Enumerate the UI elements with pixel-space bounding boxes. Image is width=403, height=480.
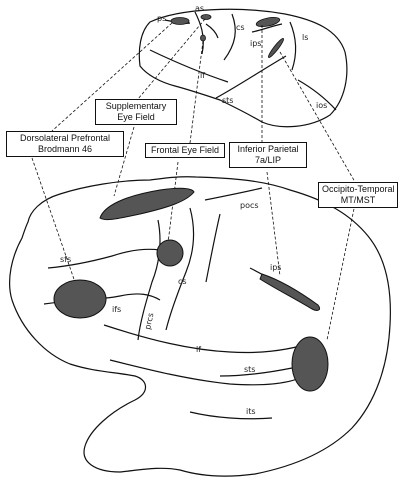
human-label-ifs: ifs — [112, 305, 121, 314]
monkey-dlpfc-region — [170, 17, 190, 25]
human-label-its: its — [246, 407, 256, 416]
monkey-label-lf: lf — [200, 71, 205, 80]
monkey-sulcus-cs — [223, 13, 236, 61]
monkey-sulcus-sts — [215, 55, 287, 99]
monkey-label-sts: sts — [222, 96, 233, 105]
human-temporal-edge — [109, 359, 301, 386]
human-label-prcs: prcs — [143, 312, 155, 330]
human-sulcus-sts — [219, 367, 293, 377]
label-fef-line1: Frontal Eye Field — [150, 145, 220, 155]
label-ip-line1: Inferior Parietal — [237, 144, 299, 154]
label-ot-line1: Occipito-Temporal — [322, 184, 395, 194]
connector-lines — [31, 18, 356, 341]
monkey-sulcus-lf — [149, 49, 229, 83]
human-fef-region — [156, 239, 184, 267]
human-label-cs: cs — [178, 277, 187, 286]
human-sulcus-its — [189, 411, 273, 420]
connector-ot-monkey — [279, 51, 356, 183]
monkey-sulcus-labels: ps as cs ips ls lf sts ios — [157, 4, 327, 110]
monkey-sulcus-as — [194, 11, 219, 55]
monkey-regions — [170, 14, 284, 58]
monkey-label-as: as — [195, 4, 204, 13]
monkey-mt-region — [268, 38, 284, 58]
monkey-brain — [138, 8, 348, 128]
human-label-lf: lf — [196, 345, 201, 354]
monkey-label-ps: ps — [157, 14, 166, 23]
human-mt-region — [291, 336, 329, 392]
connector-sef-human — [113, 126, 135, 197]
human-regions — [53, 187, 329, 392]
human-label-sts: sts — [244, 365, 255, 374]
human-sulcus-pocs — [204, 187, 263, 283]
monkey-label-ios: ios — [316, 101, 327, 110]
monkey-fef-region — [200, 34, 206, 42]
human-ip-region — [259, 273, 321, 311]
human-sulcus-sfs — [47, 248, 161, 269]
monkey-sulcus-ips — [251, 23, 283, 33]
monkey-ip-region — [255, 16, 281, 28]
label-dorsolateral-prefrontal: Dorsolateral Prefrontal Brodmann 46 — [6, 131, 124, 157]
label-frontal-eye-field: Frontal Eye Field — [145, 143, 225, 158]
human-sulcus-lf — [103, 324, 301, 354]
monkey-sulcus-ios — [297, 79, 337, 111]
label-ip-line2: 7a/LIP — [254, 155, 282, 165]
human-sulcus-prcs — [137, 219, 161, 341]
label-dlpfc-line1: Dorsolateral Prefrontal — [19, 133, 111, 143]
human-label-sfs: sfs — [60, 255, 71, 264]
monkey-label-ips: ips — [250, 39, 261, 48]
human-sef-region — [99, 187, 195, 221]
human-label-ips: ips — [270, 263, 281, 272]
human-label-pocs: pocs — [240, 201, 259, 210]
label-dlpfc-line2: Brodmann 46 — [37, 144, 93, 154]
connector-ip-human — [266, 171, 281, 277]
label-inferior-parietal: Inferior Parietal 7a/LIP — [229, 142, 307, 168]
connector-sef-monkey — [137, 18, 206, 100]
monkey-label-ls: ls — [302, 33, 308, 42]
label-sef-line2: Eye Field — [117, 112, 155, 122]
connector-ot-human — [326, 203, 356, 341]
monkey-sef-region — [200, 14, 212, 20]
label-sef-line1: Supplementary — [105, 101, 167, 111]
human-sulcus-labels: sfs ifs prcs cs pocs ips lf sts its — [60, 201, 281, 416]
monkey-sulcus-ls — [289, 21, 297, 71]
connector-dlpfc-monkey — [51, 22, 173, 132]
human-brain-outline — [9, 176, 391, 477]
connector-fef-monkey — [189, 40, 204, 144]
human-sulcus-cs — [165, 207, 195, 331]
human-brain — [9, 176, 391, 477]
monkey-label-cs: cs — [236, 23, 245, 32]
label-occipito-temporal: Occipito-Temporal MT/MST — [318, 182, 398, 208]
label-ot-line2: MT/MST — [340, 195, 376, 205]
label-supplementary-eye-field: Supplementary Eye Field — [95, 99, 177, 125]
human-dlpfc-region — [53, 279, 107, 319]
connector-dlpfc-human — [31, 157, 77, 286]
monkey-brain-outline — [138, 8, 348, 128]
